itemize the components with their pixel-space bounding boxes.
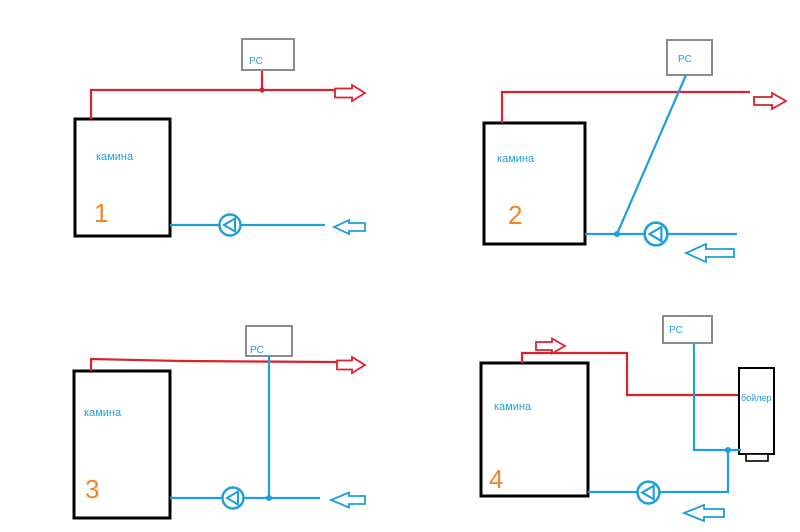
pipe-junction bbox=[266, 495, 272, 501]
pump-icon bbox=[218, 213, 242, 237]
rc-box bbox=[245, 325, 293, 357]
scheme-4: камина 4 PC бойлер bbox=[479, 315, 775, 523]
hot-supply-pipe bbox=[500, 90, 750, 123]
outflow-arrow bbox=[334, 83, 367, 103]
inflow-arrow bbox=[331, 218, 366, 236]
scheme-2: камина 2 PC bbox=[482, 39, 788, 264]
rc-label: PC bbox=[250, 345, 264, 356]
hot-supply-pipe bbox=[89, 88, 334, 119]
pump-icon bbox=[643, 221, 669, 247]
outflow-arrow bbox=[336, 355, 367, 375]
fireplace-box bbox=[72, 369, 172, 520]
pipe-junction bbox=[725, 447, 731, 453]
rc-pipe bbox=[615, 74, 688, 235]
rc-label: PC bbox=[678, 54, 692, 65]
fireplace-box bbox=[73, 117, 172, 238]
pump-icon bbox=[636, 480, 661, 505]
scheme-number: 3 bbox=[85, 474, 99, 504]
cold-return-pipe bbox=[588, 450, 730, 494]
fireplace-label: камина bbox=[84, 407, 122, 419]
outflow-arrow bbox=[753, 91, 788, 111]
rc-box bbox=[666, 39, 713, 76]
scheme-1: камина 1 PC bbox=[73, 38, 367, 238]
fireplace-box bbox=[479, 361, 590, 498]
pipe-junction bbox=[259, 87, 265, 93]
rc-box bbox=[662, 315, 713, 344]
outflow-arrow bbox=[535, 336, 567, 356]
fireplace-label: камина bbox=[96, 151, 134, 163]
scheme-number: 2 bbox=[508, 200, 522, 230]
scheme-number: 1 bbox=[94, 198, 108, 228]
rc-label: PC bbox=[249, 56, 263, 67]
boiler-base bbox=[745, 453, 769, 462]
inflow-arrow bbox=[683, 242, 735, 264]
rc-pipe bbox=[692, 343, 741, 452]
pump-icon bbox=[221, 486, 245, 510]
rc-label: PC bbox=[669, 325, 683, 336]
fireplace-label: камина bbox=[494, 401, 532, 413]
rc-box bbox=[241, 38, 295, 71]
scheme-number: 4 bbox=[489, 464, 503, 494]
fireplace-label: камина bbox=[497, 153, 535, 165]
hot-supply-pipe bbox=[89, 357, 337, 371]
boiler-label: бойлер bbox=[741, 393, 771, 403]
scheme-3: камина 3 PC bbox=[72, 325, 367, 520]
boiler-box bbox=[738, 367, 775, 455]
inflow-arrow bbox=[681, 503, 725, 523]
hot-supply-pipe bbox=[520, 351, 741, 397]
inflow-arrow bbox=[328, 491, 366, 509]
fireplace-box bbox=[482, 121, 587, 246]
pipe-junction bbox=[614, 231, 620, 237]
